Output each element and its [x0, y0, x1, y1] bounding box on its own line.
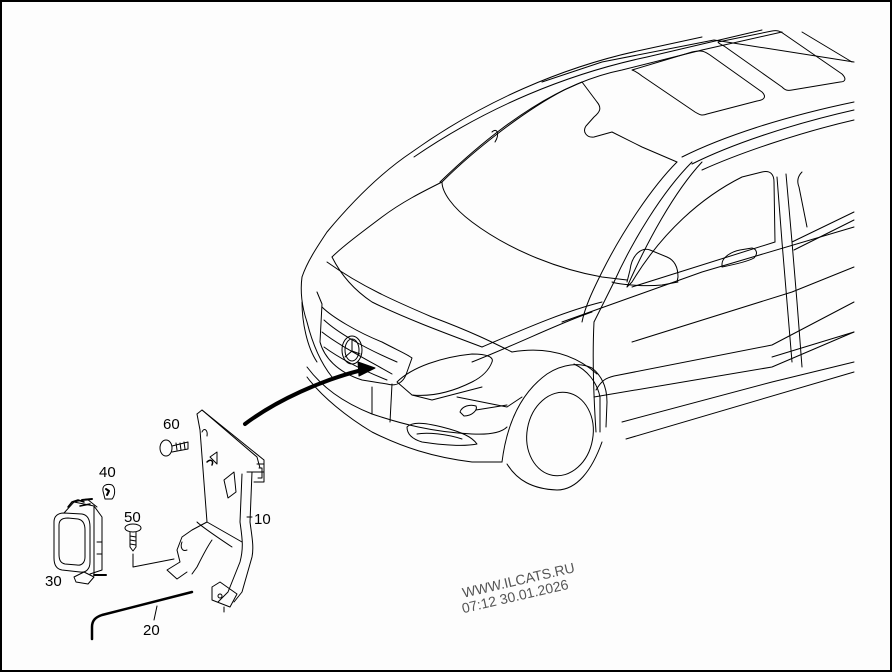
callout-60: 60 — [163, 416, 180, 433]
radar-sensor-part-30 — [53, 498, 107, 585]
vehicle-outline — [300, 29, 855, 491]
bolt-part-60 — [159, 439, 189, 457]
bracket-part-10 — [166, 409, 265, 613]
direction-arrow — [243, 361, 376, 426]
callout-20: 20 — [143, 622, 160, 639]
callout-10: 10 — [254, 511, 271, 528]
wiring-harness-part-20 — [90, 590, 194, 641]
clip-nut-part-40 — [102, 483, 116, 500]
screw-part-50 — [124, 523, 175, 568]
callout-40: 40 — [99, 464, 116, 481]
callout-30: 30 — [45, 573, 62, 590]
callout-50: 50 — [124, 509, 141, 526]
